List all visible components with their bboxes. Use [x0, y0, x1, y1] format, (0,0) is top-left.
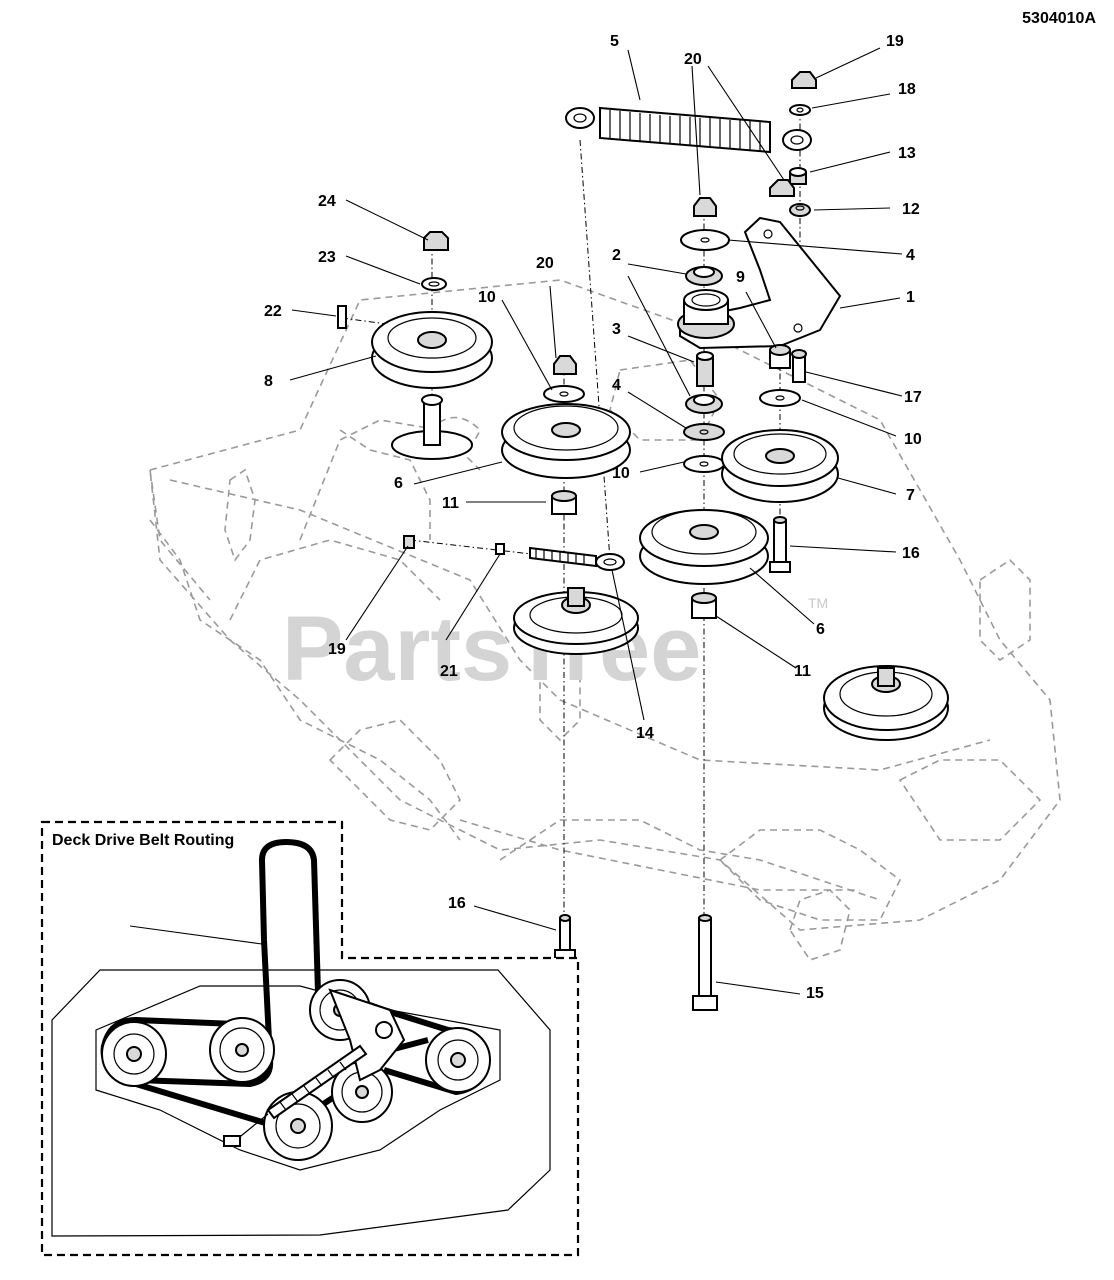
callout-18: 18 — [898, 81, 916, 98]
idler-arm — [677, 216, 842, 350]
callout-20-left: 20 — [536, 255, 554, 272]
right-spindle-pulley — [823, 665, 949, 741]
idler-pulley-center — [639, 509, 769, 619]
callout-10-right: 10 — [904, 431, 922, 448]
spacer-and-bolt — [759, 344, 807, 407]
callout-22: 22 — [264, 303, 282, 320]
inset-idler-arm — [328, 988, 406, 1082]
callout-10-mid: 10 — [612, 465, 630, 482]
callout-17: 17 — [904, 389, 922, 406]
hardware-stack-right — [769, 71, 817, 217]
callout-19-lower: 19 — [328, 641, 346, 658]
callout-24: 24 — [318, 193, 336, 210]
tension-spring-assembly — [403, 535, 625, 571]
callout-7: 7 — [906, 487, 915, 504]
callout-9: 9 — [736, 269, 745, 286]
drawing-id: 5304010A — [1022, 10, 1096, 27]
callout-4-top: 4 — [906, 247, 915, 264]
callout-12: 12 — [902, 201, 920, 218]
callout-21: 21 — [440, 663, 458, 680]
watermark-trademark: TM — [808, 595, 828, 611]
callout-19-top: 19 — [886, 33, 904, 50]
inset-spring — [223, 1044, 368, 1147]
callout-10-left: 10 — [478, 289, 496, 306]
callout-6-left: 6 — [394, 475, 403, 492]
extension-spring — [565, 106, 812, 154]
callout-5: 5 — [610, 33, 619, 50]
inset-pulley-left — [101, 1021, 167, 1087]
inset-pulley-right — [425, 1027, 491, 1093]
callout-3: 3 — [612, 321, 621, 338]
inset-title: Deck Drive Belt Routing — [52, 832, 235, 849]
callout-11-left: 11 — [442, 495, 459, 512]
callout-4-mid: 4 — [612, 377, 621, 394]
callout-1: 1 — [906, 289, 915, 306]
callout-16-lower: 16 — [448, 895, 466, 912]
callout-20-top: 20 — [684, 51, 702, 68]
idler-pulley-left — [501, 355, 631, 515]
bolts-lower — [554, 914, 718, 1011]
callout-8: 8 — [264, 373, 273, 390]
bolt-upper — [769, 516, 791, 573]
callout-14: 14 — [636, 725, 654, 742]
callout-6-right: 6 — [816, 621, 825, 638]
belt-routing-inset — [40, 820, 580, 1257]
callout-2-upper: 2 — [612, 247, 621, 264]
spindle-pulley-top-left — [337, 231, 493, 389]
center-spindle-pulley — [513, 587, 639, 655]
callout-11-right: 11 — [794, 663, 811, 680]
inset-pulley-left-idler — [209, 1017, 275, 1083]
callout-numbers: 5 20 19 18 13 12 4 1 9 17 10 7 16 2 3 4 … — [98, 33, 922, 1002]
callout-15: 15 — [806, 985, 824, 1002]
idler-stack-center — [680, 197, 730, 473]
callout-13: 13 — [898, 145, 916, 162]
left-spindle-pulley — [391, 394, 473, 460]
leader-lines — [289, 47, 903, 995]
idler-pulley-right — [721, 429, 839, 503]
callout-23: 23 — [318, 249, 336, 266]
callout-16-upper: 16 — [902, 545, 920, 562]
